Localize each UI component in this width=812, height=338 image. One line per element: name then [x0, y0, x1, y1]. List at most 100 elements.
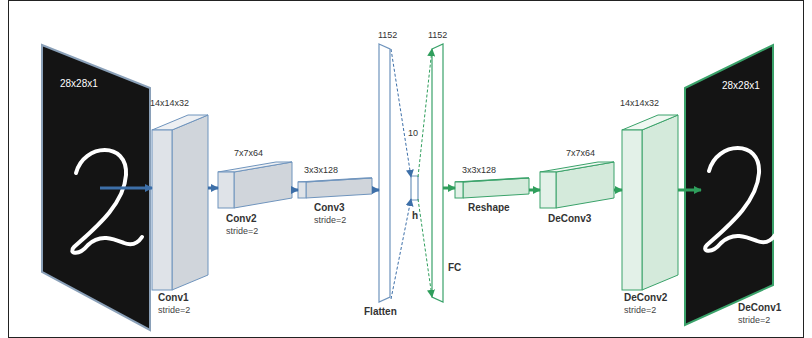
flow-arrow — [208, 187, 218, 190]
stride-label: stride=2 — [158, 305, 190, 315]
label-holder: DeConv1 — [738, 302, 781, 314]
stride-label: stride=2 — [314, 215, 346, 225]
label-holder: Reshape — [468, 202, 510, 214]
outer-frame — [9, 1, 804, 338]
size-label: 14x14x32 — [150, 98, 189, 108]
layer-name: Flatten — [364, 306, 397, 318]
block-front — [298, 182, 306, 198]
block-front — [152, 130, 172, 290]
label-holder: Conv1 — [158, 292, 189, 304]
vector-shape — [411, 176, 418, 200]
label-holder: 14x14x32 — [620, 98, 659, 108]
block-side — [642, 115, 678, 290]
layer-name: Reshape — [468, 202, 510, 214]
flow-arrow — [292, 189, 298, 192]
stride-label: stride=2 — [624, 305, 656, 315]
layer-outline — [298, 178, 372, 198]
label-holder: DeConv2 — [624, 292, 667, 304]
label-holder: FC — [448, 262, 461, 274]
label-holder: stride=2 — [624, 305, 656, 315]
layer-name: h — [412, 210, 418, 222]
stride-label: stride=2 — [738, 315, 770, 325]
size-label: 28x28x1 — [60, 78, 98, 90]
block-top — [152, 115, 208, 130]
dashed-connector — [418, 49, 432, 177]
block-front — [218, 172, 234, 208]
block-front — [622, 130, 642, 290]
size-label: 10 — [408, 128, 418, 138]
tensor-layer: 10h — [411, 176, 418, 200]
size-label: 7x7x64 — [234, 148, 263, 158]
label-holder: h — [412, 210, 418, 222]
layer-name: DeConv2 — [624, 292, 667, 304]
tensor-layer: 7x7x64Conv2stride=2 — [218, 162, 292, 208]
size-label: 28x28x1 — [722, 80, 760, 92]
image-layer: 28x28x1 — [42, 45, 150, 330]
tensor-layer: 14x14x32DeConv2stride=2 — [622, 115, 678, 290]
block-front — [455, 182, 463, 198]
digit-drawing — [72, 150, 142, 253]
flow-arrow — [529, 189, 540, 192]
block-top — [298, 178, 372, 182]
label-holder: stride=2 — [738, 315, 770, 325]
layer-name: DeConv1 — [738, 302, 781, 314]
label-holder: Conv3 — [314, 202, 345, 214]
layer-name: Conv1 — [158, 292, 189, 304]
tensor-layer: 7x7x64DeConv3 — [540, 162, 614, 208]
label-holder: 3x3x128 — [304, 165, 338, 175]
layer-outline — [411, 176, 418, 200]
size-label: 1152 — [428, 30, 447, 40]
label-holder: DeConv3 — [548, 213, 591, 225]
block-front — [540, 172, 556, 208]
label-holder: 14x14x32 — [150, 98, 189, 108]
label-holder: stride=2 — [314, 215, 346, 225]
image-panel — [685, 45, 773, 325]
layer-name: FC — [448, 262, 461, 274]
layer-outline — [432, 44, 443, 302]
layer-name: Conv2 — [226, 213, 257, 225]
flow-arrow — [678, 189, 701, 192]
image-layer: 28x28x1DeConv1stride=2 — [685, 45, 773, 325]
label-holder: Flatten — [364, 306, 397, 318]
label-holder: 7x7x64 — [234, 148, 263, 158]
block-top — [455, 178, 529, 182]
label-holder: 10 — [408, 128, 418, 138]
layer-outline — [152, 115, 208, 290]
tensor-layer: 1152Flatten — [379, 44, 391, 302]
vector-shape — [432, 44, 443, 302]
dashed-connector — [391, 49, 411, 177]
block-side — [172, 115, 208, 290]
tensor-layer: 3x3x128Reshape — [455, 178, 529, 198]
label-holder: 28x28x1 — [722, 80, 760, 92]
flow-arrow — [372, 189, 379, 192]
image-panel — [42, 45, 150, 330]
layer-name: DeConv3 — [548, 213, 591, 225]
flow-arrow — [443, 187, 455, 190]
block-top — [622, 115, 678, 130]
label-holder: 1152 — [378, 30, 397, 40]
size-label: 14x14x32 — [620, 98, 659, 108]
dashed-connector — [391, 199, 411, 299]
layer-outline — [218, 162, 292, 208]
label-holder: 1152 — [428, 30, 447, 40]
stride-label: stride=2 — [226, 226, 258, 236]
dashed-connector — [418, 199, 432, 297]
block-top — [218, 162, 292, 172]
size-label: 7x7x64 — [566, 148, 595, 158]
label-holder: Conv2 — [226, 213, 257, 225]
flow-arrow — [100, 187, 152, 190]
size-label: 3x3x128 — [304, 165, 338, 175]
tensor-layer: 14x14x32Conv1stride=2 — [152, 115, 208, 290]
label-holder: 7x7x64 — [566, 148, 595, 158]
layer-outline — [540, 162, 614, 208]
layer-outline — [455, 178, 529, 198]
layer-name: Conv3 — [314, 202, 345, 214]
label-holder: 28x28x1 — [60, 78, 98, 90]
label-holder: stride=2 — [158, 305, 190, 315]
layer-outline — [379, 44, 391, 302]
layer-outline — [622, 115, 678, 290]
flow-arrow — [614, 189, 622, 192]
tensor-layer: 3x3x128Conv3stride=2 — [298, 178, 372, 198]
